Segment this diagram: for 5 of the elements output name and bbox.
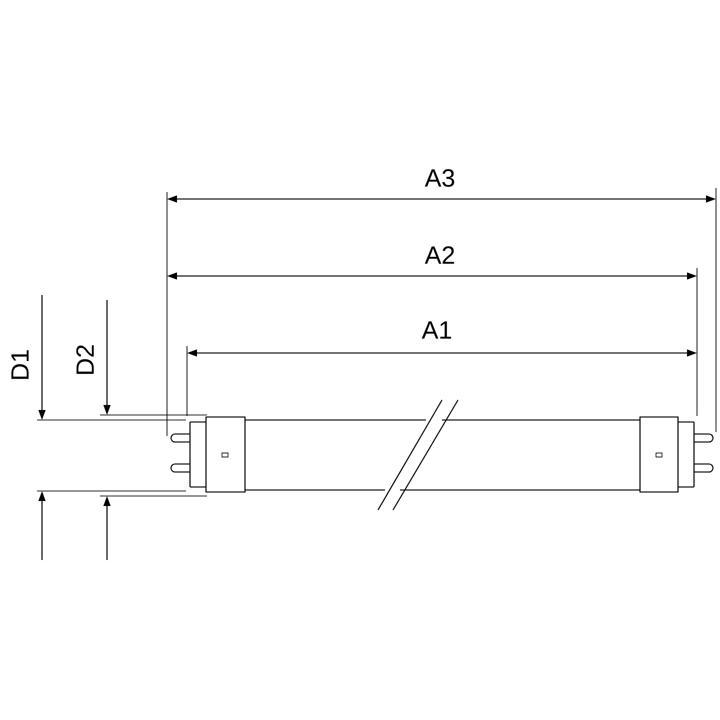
- dimension-label: A2: [424, 246, 454, 264]
- dimension-label: A3: [424, 169, 454, 187]
- dimension-label: A1: [422, 321, 452, 339]
- dimension-label: D1: [11, 350, 29, 379]
- dimension-label: D2: [76, 345, 94, 374]
